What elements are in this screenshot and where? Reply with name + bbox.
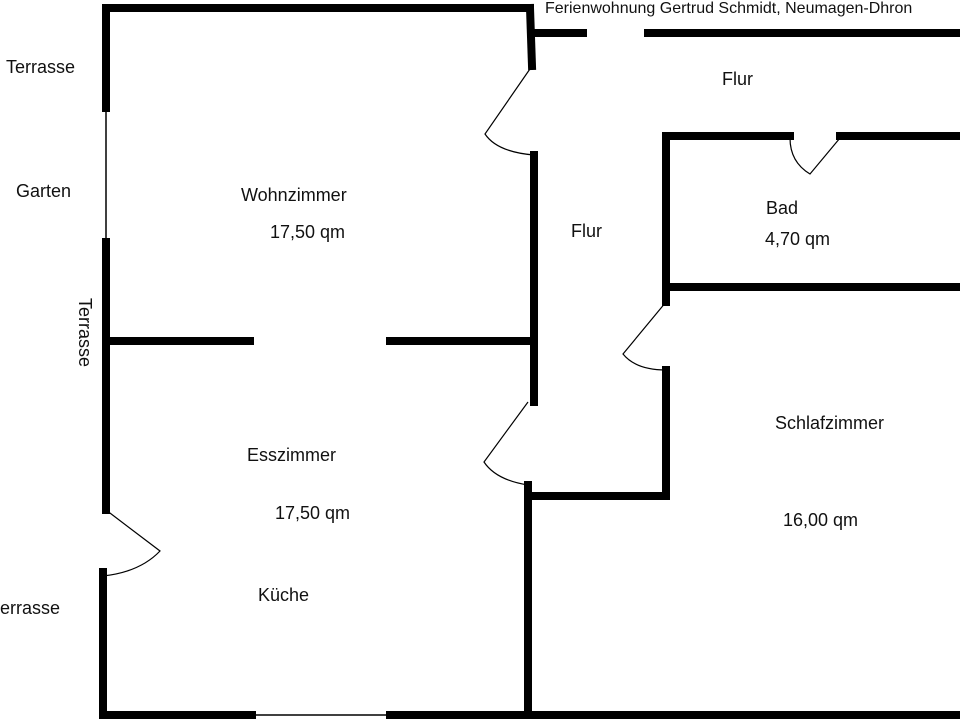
esszimmer-label: Esszimmer [247, 445, 336, 465]
door-terrasse [102, 509, 161, 577]
wohnzimmer-area: 17,50 qm [270, 222, 346, 242]
terrasse-top-label: Terrasse [6, 57, 76, 77]
schlafzimmer-label: Schlafzimmer [775, 413, 885, 433]
door-esszimmer [483, 401, 529, 486]
wohnzimmer-label: Wohnzimmer [241, 185, 347, 205]
window-lines [105, 108, 390, 716]
bad-label: Bad [766, 198, 799, 218]
door-swings [102, 65, 841, 577]
flur-middle-label: Flur [571, 221, 602, 241]
walls [99, 3, 960, 719]
kueche-label: Küche [258, 585, 310, 605]
terrasse-vertical-label: Terrasse [75, 298, 95, 368]
door-bad [789, 137, 841, 175]
bad-area: 4,70 qm [765, 229, 831, 249]
esszimmer-area: 17,50 qm [275, 503, 351, 523]
door-wohnzimmer [484, 65, 535, 156]
plan-title: Ferienwohnung Gertrud Schmidt, Neumagen-… [545, 0, 913, 17]
terrasse-bottom-label: errasse [0, 598, 61, 618]
schlafzimmer-area: 16,00 qm [783, 510, 859, 530]
garten-label: Garten [16, 181, 72, 201]
door-schlafzimmer [622, 301, 667, 371]
flur-top-label: Flur [722, 69, 753, 89]
